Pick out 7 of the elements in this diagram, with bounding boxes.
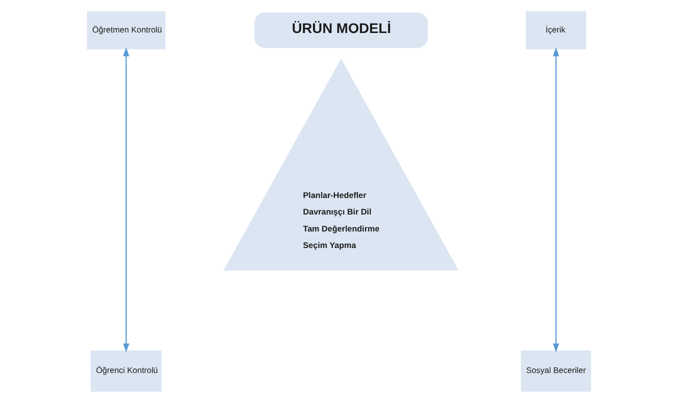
node-box: Öğrenci Kontrolü bbox=[90, 350, 162, 392]
node-box: Öğretmen Kontrolü bbox=[86, 11, 165, 50]
node-box: Sosyal Beceriler bbox=[520, 350, 591, 392]
node-box: İçerik bbox=[525, 11, 586, 50]
arrow bbox=[552, 47, 559, 352]
node-box: ÜRÜN MODELİ bbox=[254, 12, 428, 48]
arrow bbox=[122, 47, 129, 352]
